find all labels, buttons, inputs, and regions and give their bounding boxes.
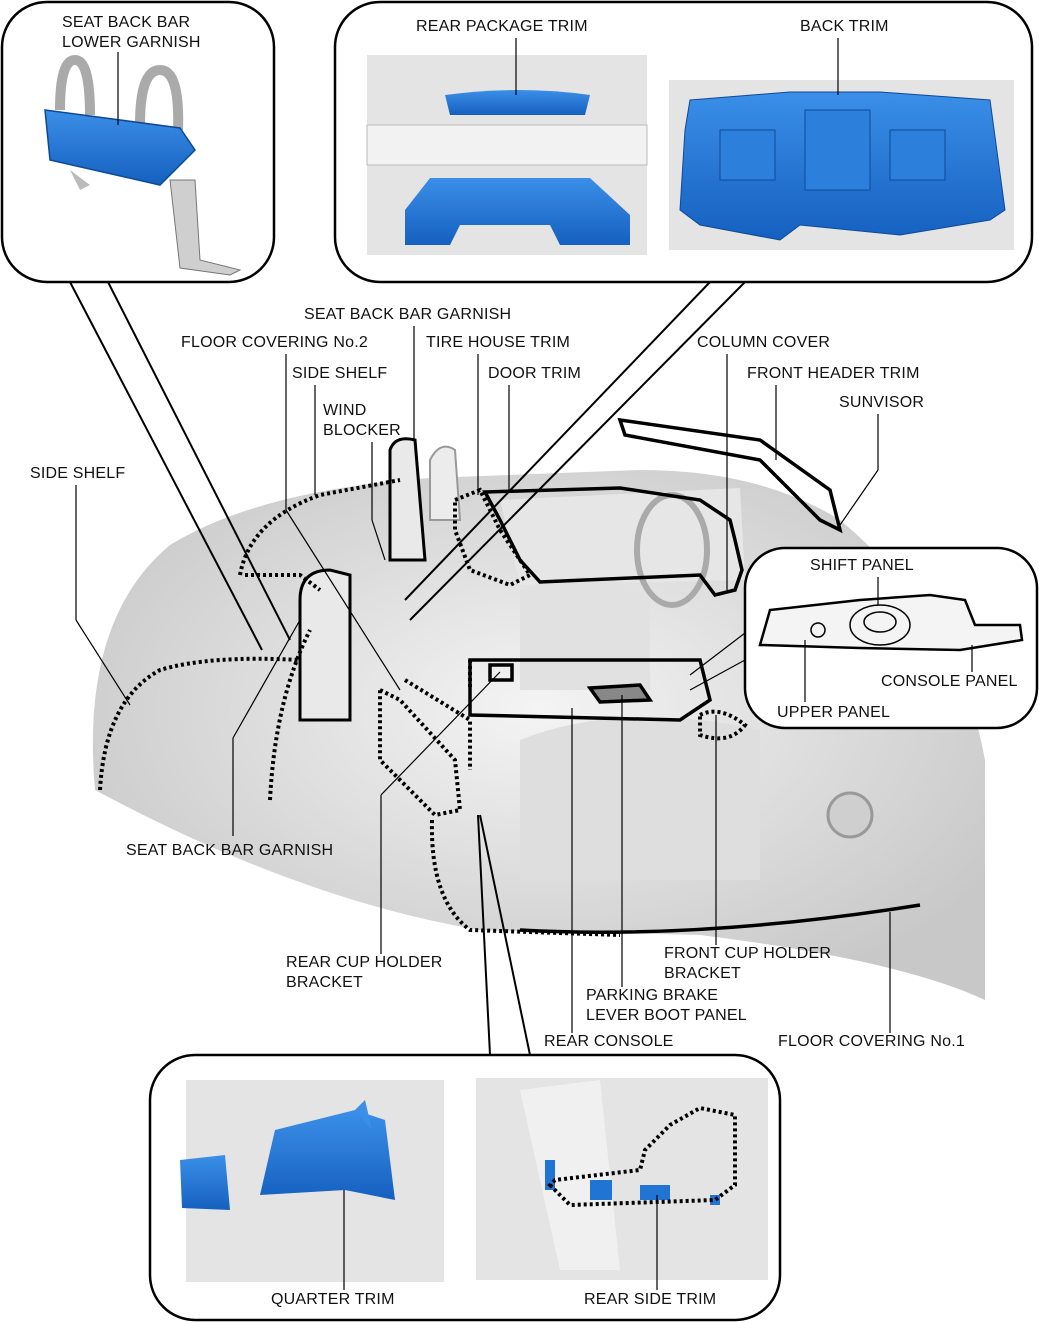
label-rear-cup-holder-bracket: REAR CUP HOLDER (286, 954, 443, 971)
label-console-panel: CONSOLE PANEL (881, 673, 1018, 690)
label-column-cover: COLUMN COVER (697, 334, 831, 351)
label-side-shelf-left: SIDE SHELF (30, 465, 126, 482)
console-panel-inset (758, 593, 1024, 652)
dotted-outlines (98, 478, 748, 937)
label-seat-back-bar-garnish-top: SEAT BACK BAR GARNISH (304, 306, 512, 323)
label-wind-blocker-line2: BLOCKER (323, 422, 401, 439)
label-floor-covering-no1: FLOOR COVERING No.1 (778, 1033, 965, 1050)
label-rear-side-trim: REAR SIDE TRIM (584, 1291, 717, 1308)
rear-package-trim-inset (366, 55, 648, 255)
label-front-cup-holder-bracket: FRONT CUP HOLDER (664, 945, 832, 962)
label-parking-brake-lever-boot-panel-line2: LEVER BOOT PANEL (586, 1007, 747, 1024)
label-back-trim: BACK TRIM (800, 18, 889, 35)
label-front-cup-holder-bracket-line2: BRACKET (664, 965, 741, 982)
label-shift-panel: SHIFT PANEL (810, 557, 914, 574)
label-seat-back-bar-garnish-bottom: SEAT BACK BAR GARNISH (126, 842, 334, 859)
label-front-header-trim: FRONT HEADER TRIM (747, 365, 920, 382)
label-rear-console: REAR CONSOLE (544, 1033, 674, 1050)
quarter-trim-inset (180, 1080, 444, 1282)
label-tire-house-trim: TIRE HOUSE TRIM (426, 334, 571, 351)
label-rear-cup-holder-bracket-line2: BRACKET (286, 974, 363, 991)
label-upper-panel: UPPER PANEL (777, 704, 891, 721)
leader-lines (75, 38, 973, 1290)
label-door-trim: DOOR TRIM (488, 365, 582, 382)
part-outlines (468, 417, 921, 934)
label-seat-back-bar-lower-garnish-line2: LOWER GARNISH (62, 34, 201, 51)
label-rear-package-trim: REAR PACKAGE TRIM (416, 18, 588, 35)
label-floor-covering-no2: FLOOR COVERING No.2 (181, 334, 368, 351)
label-sunvisor: SUNVISOR (839, 394, 925, 411)
callout-connectors (69, 281, 746, 1056)
label-quarter-trim: QUARTER TRIM (271, 1291, 395, 1308)
rear-side-trim-inset (476, 1078, 768, 1280)
label-parking-brake-lever-boot-panel: PARKING BRAKE (586, 987, 719, 1004)
label-wind-blocker: WIND (323, 402, 367, 419)
back-trim-inset (669, 80, 1014, 250)
label-seat-back-bar-lower-garnish: SEAT BACK BAR (62, 14, 191, 31)
label-side-shelf-top: SIDE SHELF (292, 365, 388, 382)
seat-back-bar-inset (44, 54, 242, 276)
